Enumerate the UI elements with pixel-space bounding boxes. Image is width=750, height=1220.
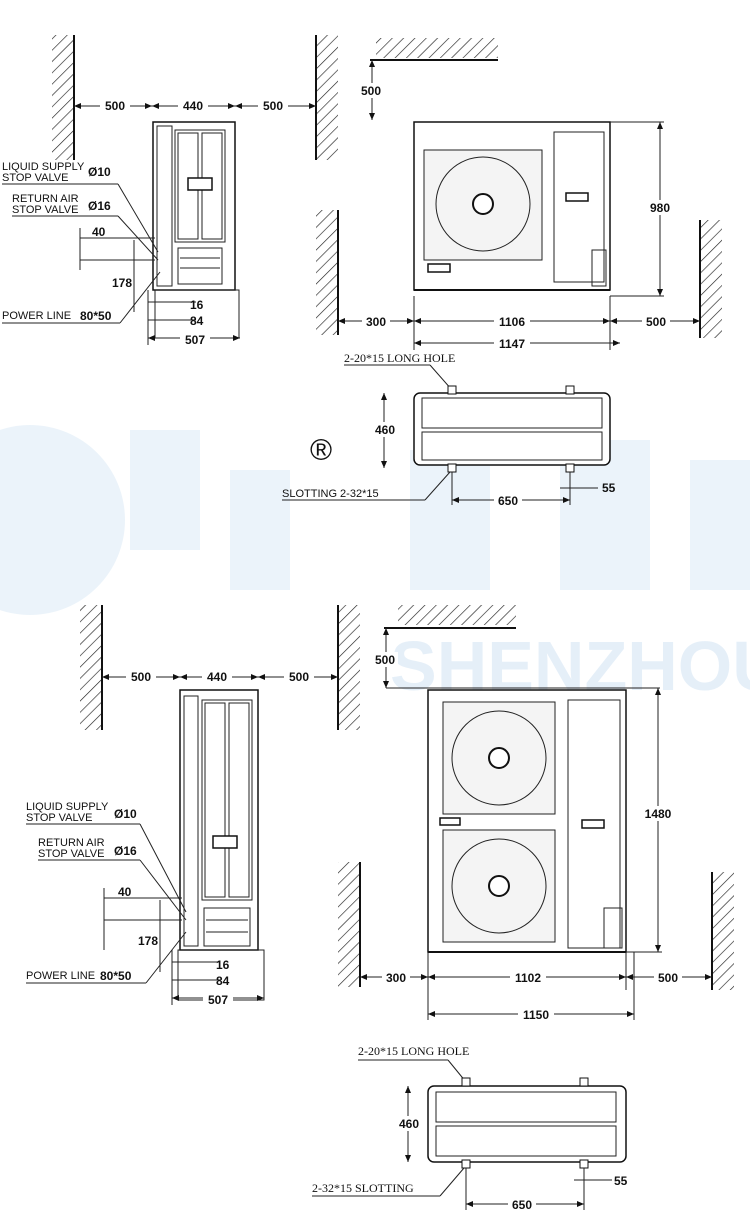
dim-178: 178 — [112, 276, 132, 290]
return-valve-label-2: STOP VALVE — [38, 848, 104, 860]
liquid-valve-label-2: STOP VALVE — [2, 172, 68, 184]
dim-front-left: 300 — [386, 971, 406, 985]
dim-front-right: 500 — [658, 971, 678, 985]
dim-front-right: 500 — [646, 315, 666, 329]
dim-178: 178 — [138, 934, 158, 948]
return-valve-label: RETURN AIR — [38, 837, 105, 849]
dim-overall-width: 1150 — [523, 1008, 549, 1022]
power-line-label: POWER LINE — [26, 970, 95, 982]
dim-top-clearance: 500 — [361, 84, 381, 98]
liquid-valve-label: LIQUID SUPPLY — [26, 801, 109, 813]
handle-icon — [212, 835, 238, 849]
dim-width: 1106 — [499, 315, 525, 329]
dim-depth: 440 — [207, 670, 227, 684]
dim-left-clearance: 500 — [105, 99, 125, 113]
return-dia: Ø16 — [114, 844, 137, 858]
dim-overall-width: 1147 — [499, 337, 525, 351]
liquid-dia: Ø10 — [114, 807, 137, 821]
slotting-label: SLOTTING 2-32*15 — [282, 488, 379, 500]
base-plan — [427, 1085, 627, 1163]
power-size: 80*50 — [80, 309, 112, 323]
dim-84: 84 — [190, 314, 204, 328]
fan-icon — [451, 838, 547, 934]
long-hole-label: 2-20*15 LONG HOLE — [358, 1044, 469, 1058]
fan-icon — [435, 156, 531, 252]
service-panel — [567, 699, 621, 949]
ceiling-hatch — [398, 605, 516, 625]
bottom-depth: 460 — [399, 1117, 419, 1131]
base-plan — [413, 392, 611, 466]
dim-front-left: 300 — [366, 315, 386, 329]
large-unit-front-view: 500 1480 300 1102 500 1150 — [338, 605, 734, 1022]
slotting-label: 2-32*15 SLOTTING — [312, 1181, 414, 1195]
bottom-offset: 55 — [602, 481, 616, 495]
liquid-valve-label-2: STOP VALVE — [26, 812, 92, 824]
dim-height: 1480 — [645, 807, 672, 821]
return-dia: Ø16 — [88, 199, 111, 213]
dim-left-clearance: 500 — [131, 670, 151, 684]
service-panel — [553, 131, 605, 283]
liquid-valve-label: LIQUID SUPPLY — [2, 161, 85, 173]
dim-right-clearance: 500 — [289, 670, 309, 684]
unit-body-side — [179, 689, 259, 951]
power-line-label: POWER LINE — [2, 310, 71, 322]
return-valve-label: RETURN AIR — [12, 193, 79, 205]
left-wall-hatch — [80, 605, 102, 730]
small-unit-bottom-view: 2-20*15 LONG HOLE 460 SLOTTING 2-32*15 6… — [282, 351, 616, 508]
large-unit-bottom-view: 2-20*15 LONG HOLE 460 2-32*15 SLOTTING 6… — [312, 1044, 628, 1212]
fan-icon — [451, 710, 547, 806]
dim-84: 84 — [216, 974, 230, 988]
front-right-wall — [712, 872, 734, 990]
dim-16: 16 — [216, 958, 230, 972]
front-right-wall — [700, 220, 722, 338]
dim-top-clearance: 500 — [375, 653, 395, 667]
power-size: 80*50 — [100, 969, 132, 983]
dim-507: 507 — [208, 993, 228, 1007]
dim-right-clearance: 500 — [263, 99, 283, 113]
long-hole-label: 2-20*15 LONG HOLE — [344, 351, 455, 365]
return-valve-label-2: STOP VALVE — [12, 204, 78, 216]
ceiling-hatch — [376, 38, 498, 58]
right-wall-hatch — [338, 605, 360, 730]
liquid-dia: Ø10 — [88, 165, 111, 179]
front-left-wall — [338, 862, 360, 987]
front-left-wall — [316, 210, 338, 335]
unit-body-side — [152, 121, 236, 291]
bottom-offset: 55 — [614, 1174, 628, 1188]
small-unit-side-view: 500 440 500 LIQUID SUPPLY STOP VALVE Ø10… — [2, 35, 338, 347]
dim-16: 16 — [190, 298, 204, 312]
dim-width: 1102 — [515, 971, 541, 985]
right-wall-hatch — [316, 35, 338, 160]
bottom-span: 650 — [498, 494, 518, 508]
large-unit-side-view: 500 440 500 LIQUID SUPPLY STOP VALVE Ø10… — [26, 605, 360, 1007]
registered-mark: ® — [310, 434, 332, 467]
handle-icon — [187, 177, 213, 191]
small-unit-front-view: 500 980 300 1106 500 1147 — [316, 38, 722, 351]
dim-height: 980 — [650, 201, 670, 215]
dim-507: 507 — [185, 333, 205, 347]
bottom-span: 650 — [512, 1198, 532, 1212]
left-wall-hatch — [52, 35, 74, 160]
dim-depth: 440 — [183, 99, 203, 113]
dim-40: 40 — [92, 225, 106, 239]
bottom-depth: 460 — [375, 423, 395, 437]
dim-40: 40 — [118, 885, 132, 899]
